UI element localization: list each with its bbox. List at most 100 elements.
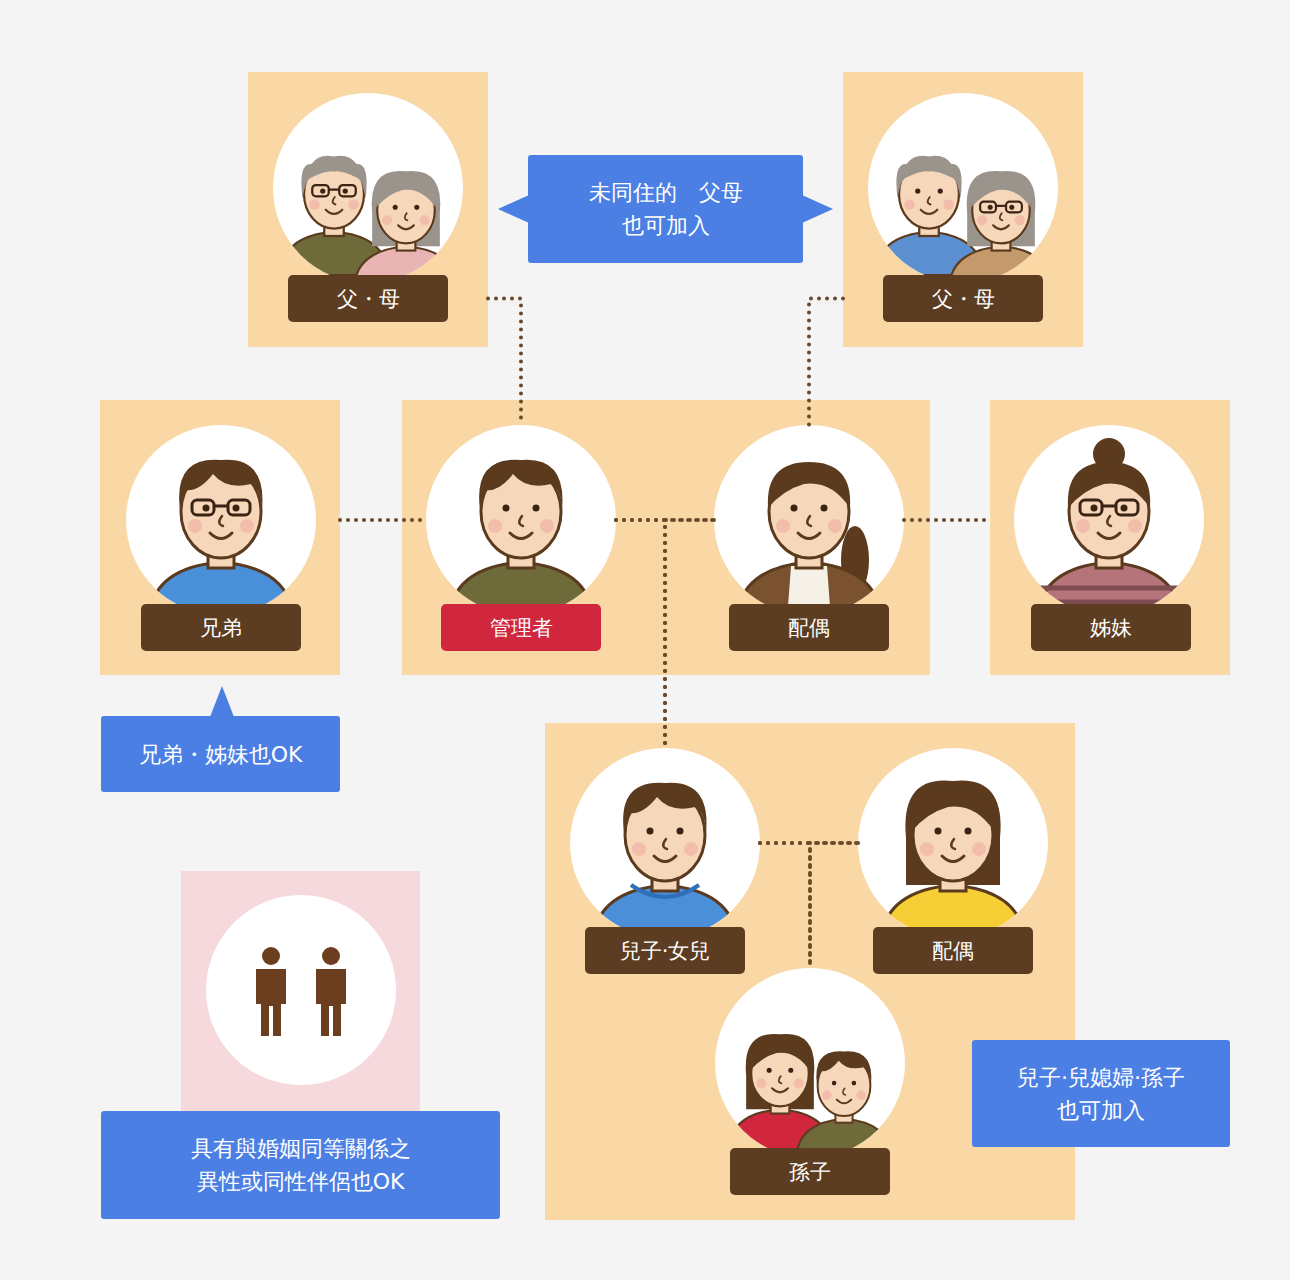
callout-box: 兄弟・姊妹也OK — [101, 716, 340, 792]
dotted-connector — [488, 299, 521, 426]
brother-portrait — [126, 425, 316, 620]
pictogram-head — [322, 947, 340, 965]
name-tag: 父・母 — [883, 275, 1043, 322]
pictogram-body — [316, 969, 346, 1036]
parents-portrait — [868, 93, 1058, 288]
person-unit: 管理者 — [426, 425, 616, 651]
hair — [912, 785, 994, 831]
portrait-content — [280, 156, 458, 288]
manager-tag: 管理者 — [441, 604, 601, 651]
sister-portrait — [1014, 425, 1204, 620]
name-tag: 兄弟 — [141, 604, 301, 651]
callout-text: 未同住的 父母 也可加入 — [583, 176, 748, 242]
face — [756, 1068, 804, 1092]
callout-text: 具有與婚姻同等關係之 異性或同性伴侶也OK — [181, 1132, 421, 1198]
portrait-content — [728, 1034, 891, 1157]
icon-circle — [206, 895, 396, 1085]
dotted-connector — [616, 520, 665, 748]
pictogram-head — [262, 947, 280, 965]
name-text: 管理者 — [490, 614, 553, 642]
dotted-connector — [809, 299, 843, 426]
dotted-connector — [616, 518, 714, 522]
pictogram-body — [256, 969, 286, 1036]
stripes — [1037, 588, 1181, 602]
hair — [301, 156, 366, 199]
face — [632, 828, 698, 862]
dotted-connector — [904, 518, 990, 522]
callout-box: 具有與婚姻同等關係之 異性或同性伴侶也OK — [101, 1111, 500, 1219]
portrait-circle — [1014, 425, 1204, 615]
person-unit: 孫子 — [715, 968, 905, 1195]
callout-box: 未同住的 父母 也可加入 — [528, 155, 803, 263]
person-unit: 配偶 — [714, 425, 904, 651]
hair — [750, 1037, 809, 1070]
name-tag: 兒子‧女兒 — [585, 927, 745, 974]
hair — [479, 460, 562, 510]
portrait-circle — [715, 968, 905, 1158]
face — [776, 505, 842, 539]
portrait-content — [737, 462, 881, 620]
face — [904, 188, 954, 214]
hair — [896, 156, 961, 199]
dotted-connector — [760, 841, 858, 845]
callout-pointer — [498, 195, 529, 223]
name-tag: 姊妹 — [1031, 604, 1191, 651]
face — [488, 505, 554, 539]
face — [309, 188, 359, 214]
face — [1076, 505, 1142, 539]
dotted-connector — [340, 518, 426, 522]
name-text: 配偶 — [932, 937, 974, 965]
grandchildren-portrait — [715, 968, 905, 1158]
person-panel: 兄弟 — [100, 400, 340, 675]
panel — [100, 400, 340, 675]
name-text: 姊妹 — [1090, 614, 1132, 642]
portrait-content — [881, 780, 1025, 943]
name-tag: 配偶 — [729, 604, 889, 651]
hair — [768, 462, 850, 508]
person-pictogram — [316, 947, 346, 1036]
panel — [402, 400, 930, 675]
callout-text: 兒子‧兒媳婦‧孫子 也可加入 — [1004, 1061, 1199, 1127]
person-unit: 配偶 — [858, 748, 1048, 974]
name-text: 配偶 — [788, 614, 830, 642]
person-panel: 父・母 — [248, 72, 488, 347]
glasses — [312, 185, 356, 196]
name-text: 孫子 — [789, 1158, 831, 1186]
glasses — [1080, 500, 1138, 515]
grandmother — [354, 171, 458, 288]
child-portrait — [570, 748, 760, 943]
name-text: 父・母 — [932, 285, 995, 313]
face — [920, 828, 986, 862]
callout-pointer — [210, 686, 234, 717]
hair — [623, 783, 706, 833]
name-tag: 配偶 — [873, 927, 1033, 974]
panel — [181, 871, 420, 1111]
callout-pointer — [802, 195, 833, 223]
portrait-content — [1037, 438, 1181, 620]
person-unit: 兒子‧女兒 — [570, 748, 760, 974]
dotted-connector — [760, 843, 810, 968]
portrait-content — [149, 460, 293, 620]
face — [822, 1081, 866, 1103]
portrait-content — [593, 783, 737, 943]
panel — [843, 72, 1083, 347]
grandchild-boy — [796, 1051, 891, 1157]
portrait-content — [449, 460, 593, 620]
spouse-portrait — [714, 425, 904, 620]
portrait-content — [875, 156, 1053, 288]
person-panel: 姊妹 — [990, 400, 1230, 675]
face — [382, 205, 430, 229]
name-tag: 父・母 — [288, 275, 448, 322]
name-text: 兄弟 — [200, 614, 242, 642]
person-pictogram — [256, 947, 286, 1036]
dotted-connector — [810, 843, 858, 968]
face — [188, 505, 254, 539]
name-text: 父・母 — [337, 285, 400, 313]
panel — [248, 72, 488, 347]
name-tag: 孫子 — [730, 1148, 890, 1195]
glasses — [192, 500, 250, 515]
grandmother — [949, 171, 1053, 288]
panel — [990, 400, 1230, 675]
